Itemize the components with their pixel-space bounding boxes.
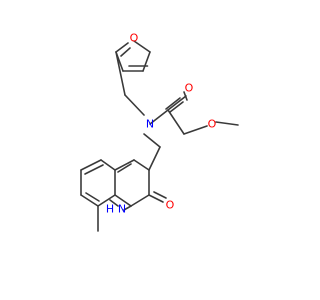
furan-ring: [115, 40, 151, 72]
molecule-structure: O O O N N H O: [80, 32, 239, 232]
lactam-oxygen-label: O: [166, 199, 175, 212]
amide-nitrogen-label: N: [146, 118, 154, 131]
ether-oxygen-label: O: [208, 118, 217, 131]
quinolinone-core: [80, 159, 167, 232]
atom-labels: O O O N N H O: [106, 32, 217, 216]
carbonyl-oxygen-label: O: [185, 82, 194, 95]
ring-hydrogen-label: H: [106, 203, 114, 216]
furan-oxygen-label: O: [130, 32, 139, 45]
ring-nitrogen-label: N: [118, 203, 126, 216]
structure-canvas: O O O N N H O: [80, 32, 239, 232]
linker-bonds: [115, 51, 239, 171]
carbonyl-bond: [165, 97, 184, 113]
